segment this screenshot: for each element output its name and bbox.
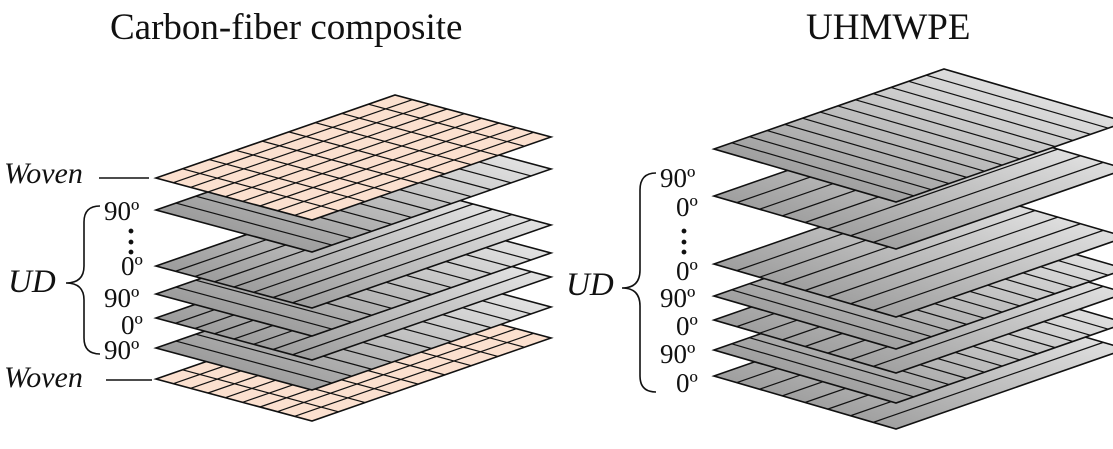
right-angle-90-a: 90º [660,163,696,193]
carbon-fiber-stack [153,94,554,422]
title-carbon-fiber: Carbon-fiber composite [110,7,463,48]
left-angle-90-bot: 90º [104,335,140,365]
right-angle-0-c: 0º [676,311,698,341]
uhmwpe-stack [711,68,1113,430]
woven-top-label: Woven [4,157,83,190]
ud-layer-0-a [153,182,554,309]
left-angle-90-mid: 90º [104,283,140,313]
woven-bottom-label: Woven [4,361,83,394]
ud-label-right: UD [566,267,614,303]
ud-label-left: UD [8,264,56,300]
ud-brace-right [621,172,657,393]
woven-layer-top [153,94,554,221]
right-angle-0-a: 0º [676,192,698,222]
uhmwpe-layer-90-a [711,68,1113,203]
right-angle-0-d: 0º [676,368,698,398]
right-angle-0-b: 0º [676,256,698,286]
title-uhmwpe: UHMWPE [806,7,971,48]
left-angle-0-b: 0º [121,310,143,340]
ud-brace-left [65,205,101,355]
right-angle-90-c: 90º [660,339,696,369]
left-angle-0-a: 0º [121,251,143,281]
ud-braces [65,172,657,393]
right-ellipsis: ··· [678,215,689,269]
left-angle-90-top: 90º [104,196,140,226]
right-angle-90-b: 90º [660,283,696,313]
left-ellipsis: ··· [125,215,136,269]
